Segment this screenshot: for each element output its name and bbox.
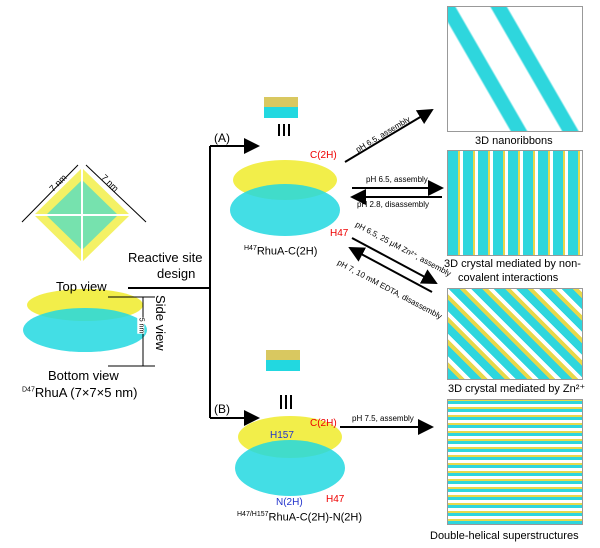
design-label: Reactive site [128, 250, 203, 265]
site-label: C(2H) [310, 418, 337, 429]
site-label: H157 [270, 430, 294, 441]
superscript: H47/H157 [237, 511, 269, 518]
branch-arrows [128, 108, 444, 435]
side-dimension-label: 5 nm [137, 317, 145, 334]
product-label: Double-helical superstructures [430, 530, 579, 542]
side-view-label: Side view [153, 295, 168, 351]
protein-b-name-text: RhuA-C(2H)-N(2H) [268, 511, 363, 524]
route-b-block [235, 350, 345, 496]
dimension-lines [21, 164, 147, 223]
site-label: H47 [326, 494, 345, 505]
side-view-protein [23, 289, 147, 352]
product-label: 3D crystal mediated by Zn²⁺ [448, 383, 586, 395]
route-a-label: (A) [214, 131, 230, 145]
site-label: C(2H) [310, 150, 337, 161]
arrow-label: pH 7.5, assembly [352, 414, 414, 423]
product-label: covalent interactions [458, 272, 559, 284]
nanoribbons-image [447, 6, 583, 132]
product-label: 3D nanoribbons [475, 135, 553, 147]
protein-name-text: RhuA (7×7×5 nm) [34, 385, 138, 400]
protein-name: D47RhuA (7×7×5 nm) [22, 385, 137, 400]
product-label: 3D crystal mediated by non- [444, 258, 581, 270]
crystal-zn-image [447, 288, 583, 380]
site-label: N(2H) [276, 497, 303, 508]
protein-b-name: H47/H157RhuA-C(2H)-N(2H) [237, 511, 362, 524]
double-helix-image [447, 399, 583, 525]
top-view-label: Top view [56, 279, 107, 294]
bottom-view-label: Bottom view [48, 368, 119, 383]
site-label: H47 [330, 228, 349, 239]
route-b-label: (B) [214, 402, 230, 416]
protein-a-name-text: RhuA-C(2H) [256, 245, 318, 258]
arrow-label: pH 6.5, assembly [366, 175, 428, 184]
top-view-protein [34, 168, 130, 262]
design-label: design [157, 266, 196, 281]
superscript: D47 [22, 386, 35, 394]
crystal-noncovalent-image [447, 150, 583, 256]
superscript: H47 [244, 245, 257, 252]
route-a-block [230, 97, 340, 236]
protein-a-name: H47RhuA-C(2H) [244, 245, 317, 258]
arrow-label: pH 2.8, disassembly [357, 200, 430, 209]
